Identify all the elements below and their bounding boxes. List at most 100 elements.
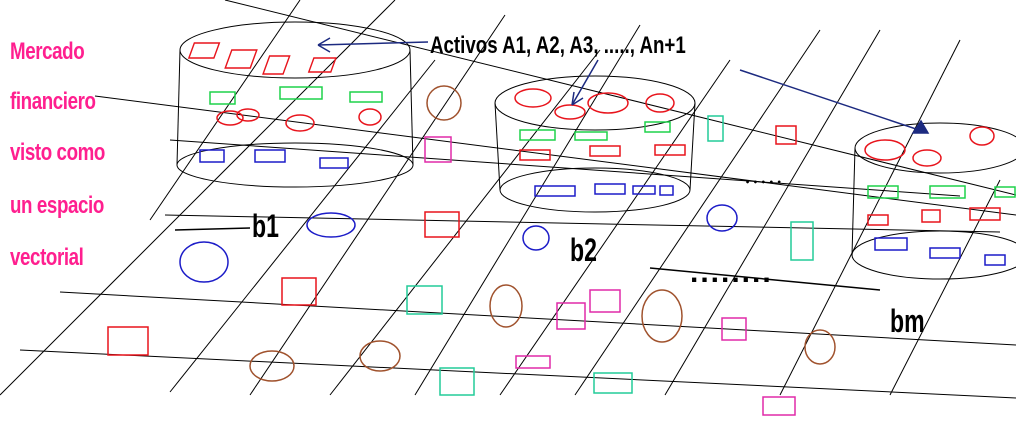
cylinder-side bbox=[176, 49, 181, 166]
asset-rectangle bbox=[439, 367, 475, 396]
cylinder-side bbox=[409, 49, 414, 166]
asset-rectangle bbox=[574, 131, 608, 141]
asset-rectangle bbox=[632, 185, 656, 195]
asset-rectangle bbox=[424, 211, 460, 238]
arrow-head bbox=[911, 119, 930, 134]
asset-rectangle bbox=[534, 185, 576, 197]
asset-ellipse bbox=[645, 93, 675, 113]
title-line-5: vectorial bbox=[10, 244, 84, 271]
grid-line-horizontal bbox=[224, 0, 1016, 196]
asset-ellipse bbox=[864, 139, 906, 161]
asset-ellipse bbox=[514, 88, 552, 108]
asset-ellipse bbox=[285, 114, 315, 132]
cylinder-side bbox=[851, 147, 856, 256]
asset-rectangle bbox=[775, 125, 797, 145]
asset-arrows: • • • • • bbox=[317, 37, 930, 187]
grid-line-diagonal bbox=[149, 0, 301, 221]
asset-rectangle bbox=[969, 207, 1001, 221]
grid-line-diagonal bbox=[414, 24, 641, 396]
asset-ellipse bbox=[912, 149, 942, 167]
asset-rectangle bbox=[644, 121, 671, 133]
basis-label-b1: b1 bbox=[252, 208, 279, 244]
asset-ellipse bbox=[706, 204, 738, 232]
asset-rectangle bbox=[994, 186, 1016, 198]
asset-ellipse bbox=[587, 92, 629, 114]
asset-rectangle bbox=[874, 237, 908, 251]
asset-rectangle bbox=[593, 372, 633, 394]
bm-pointer-line bbox=[649, 267, 881, 291]
asset-rectangle bbox=[929, 185, 966, 199]
arrow-head bbox=[317, 37, 331, 53]
asset-arrow bbox=[317, 41, 429, 46]
grid-line-horizontal bbox=[59, 291, 1016, 346]
grid-line-diagonal bbox=[779, 39, 961, 396]
asset-rectangle bbox=[654, 144, 686, 156]
grid-line-diagonal bbox=[169, 59, 436, 393]
asset-rectangle bbox=[790, 221, 814, 261]
asset-ellipse bbox=[306, 212, 356, 238]
asset-rectangle bbox=[209, 91, 236, 105]
asset-rectangle bbox=[929, 247, 961, 259]
asset-ellipse bbox=[179, 241, 229, 283]
asset-arrow bbox=[739, 69, 929, 134]
title-line-4: un espacio bbox=[10, 192, 104, 219]
asset-rectangle bbox=[867, 185, 899, 199]
asset-ellipse bbox=[969, 126, 995, 146]
asset-ellipse bbox=[249, 350, 295, 382]
asset-rectangle bbox=[589, 145, 621, 157]
asset-rectangle bbox=[199, 149, 225, 163]
ellipsis-dots: ........ bbox=[690, 256, 773, 289]
grid-line-diagonal bbox=[499, 59, 731, 396]
asset-ellipse bbox=[522, 225, 550, 251]
grid-line-diagonal bbox=[329, 49, 601, 396]
title-line-3: visto como bbox=[10, 139, 105, 166]
asset-rectangle bbox=[279, 86, 323, 100]
asset-rectangle bbox=[762, 396, 796, 416]
asset-ellipse bbox=[554, 104, 586, 120]
title-line-1: Mercado bbox=[10, 38, 85, 65]
grid-line-horizontal bbox=[169, 139, 961, 197]
asset-rectangle bbox=[515, 355, 551, 369]
grid-line-horizontal bbox=[19, 349, 1016, 399]
asset-rectangle bbox=[707, 115, 724, 142]
asset-ellipse bbox=[359, 340, 401, 372]
asset-rectangle bbox=[307, 57, 337, 73]
asset-rectangle bbox=[921, 209, 941, 223]
asset-rectangle bbox=[187, 42, 221, 59]
asset-rectangle bbox=[721, 317, 747, 341]
asset-rectangle bbox=[254, 149, 286, 163]
asset-rectangle bbox=[319, 157, 349, 169]
asset-rectangle bbox=[556, 302, 586, 330]
cylinder-top bbox=[179, 21, 411, 79]
asset-rectangle bbox=[867, 214, 889, 226]
asset-rectangle bbox=[659, 185, 674, 196]
b1-pointer-line bbox=[174, 227, 251, 231]
grid-lines bbox=[0, 0, 1016, 399]
arrow-head bbox=[571, 91, 584, 106]
grid-line-diagonal bbox=[0, 0, 396, 396]
asset-shapes bbox=[107, 85, 836, 416]
asset-ellipse bbox=[426, 85, 462, 121]
grid-line-diagonal bbox=[249, 14, 506, 396]
asset-arrow bbox=[571, 59, 599, 106]
cylinder-side bbox=[689, 102, 696, 191]
grid-line-horizontal bbox=[94, 95, 1016, 216]
grid-line-diagonal bbox=[664, 29, 881, 396]
grid-line-diagonal bbox=[889, 179, 1001, 396]
asset-ellipse bbox=[236, 108, 260, 122]
grid-line-horizontal bbox=[164, 214, 1001, 233]
basis-label-bm: bm bbox=[890, 303, 925, 339]
asset-rectangle bbox=[406, 285, 443, 315]
asset-rectangle bbox=[349, 91, 383, 103]
grid-line-diagonal bbox=[574, 29, 821, 396]
asset-ellipse bbox=[216, 110, 244, 126]
asset-ellipse bbox=[358, 108, 382, 126]
asset-rectangle bbox=[424, 136, 452, 163]
cylinder-side bbox=[494, 102, 501, 191]
asset-ellipse bbox=[641, 289, 683, 343]
assets-label: Activos A1, A2, A3, ....., An+1 bbox=[430, 32, 686, 59]
title-line-2: financiero bbox=[10, 88, 96, 115]
small-dots: • • • • • bbox=[745, 178, 782, 187]
